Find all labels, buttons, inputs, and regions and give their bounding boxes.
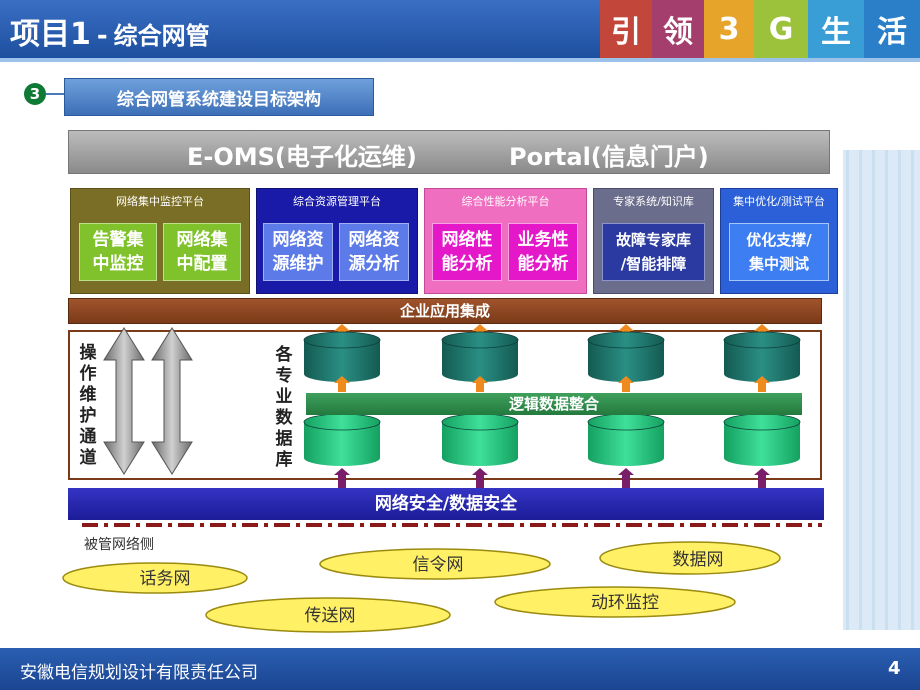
section-connector — [46, 93, 64, 95]
slogan-char-3: 3 — [704, 0, 754, 58]
up-arrow-icon — [472, 376, 488, 392]
module-resource-analyze: 网络资 源分析 — [339, 223, 409, 281]
slogan-char-4: G — [754, 0, 808, 58]
module-expert-diagnosis: 故障专家库 /智能排障 — [602, 223, 705, 281]
boundary-dashed-line — [82, 523, 822, 527]
eoms-label: E-OMS(电子化运维) — [187, 143, 417, 171]
network-label: 动环监控 — [591, 593, 659, 613]
ops-channel-label: 操作维护通道 — [79, 343, 97, 468]
side-decoration — [836, 150, 920, 630]
db-label: 各专业数据库 — [275, 345, 293, 470]
header-bar: 项目1-综合网管 引 领 3 G 生 活 — [0, 0, 920, 58]
module-network-perf: 网络性 能分析 — [432, 223, 502, 281]
database-bottom-icon — [303, 413, 381, 466]
up-arrow-icon — [618, 376, 634, 392]
cloud-traffic-network: 话务网 — [62, 562, 248, 594]
up-arrow-icon — [334, 376, 350, 392]
module-service-perf: 业务性 能分析 — [508, 223, 578, 281]
platform-title: 综合性能分析平台 — [461, 195, 550, 208]
security-bar: 网络安全/数据安全 — [68, 488, 824, 520]
platform-monitoring: 网络集中监控平台 告警集 中监控 网络集 中配置 — [70, 188, 250, 294]
title-main: 项目1 — [10, 17, 91, 52]
platform-title: 专家系统/知识库 — [613, 195, 694, 208]
module-alarm-monitor: 告警集 中监控 — [79, 223, 157, 281]
up-arrow-icon — [334, 468, 350, 490]
slogan-char-6: 活 — [864, 0, 920, 58]
up-arrow-icon — [754, 468, 770, 490]
up-arrow-icon — [472, 468, 488, 490]
page-number: 4 — [888, 658, 901, 679]
section-number-badge: 3 — [24, 83, 46, 105]
enterprise-integration-bar: 企业应用集成 — [68, 298, 822, 324]
platform-title: 集中优化/测试平台 — [733, 195, 825, 208]
database-bottom-icon — [587, 413, 665, 466]
database-top-icon — [303, 331, 381, 382]
platform-optimization: 集中优化/测试平台 优化支撑/ 集中测试 — [720, 188, 838, 294]
database-top-icon — [723, 331, 801, 382]
eoms-portal-bar: E-OMS(电子化运维) Portal(信息门户) — [68, 130, 830, 174]
title-dash: - — [96, 21, 108, 51]
portal-label: Portal(信息门户) — [509, 143, 709, 171]
platform-title: 网络集中监控平台 — [116, 195, 204, 208]
section-title: 综合网管系统建设目标架构 — [64, 78, 374, 116]
slide-title: 项目1-综合网管 — [10, 9, 210, 53]
slogan-char-1: 引 — [600, 0, 652, 58]
platform-performance: 综合性能分析平台 网络性 能分析 业务性 能分析 — [424, 188, 587, 294]
network-label: 信令网 — [413, 555, 464, 575]
module-optimization-test: 优化支撑/ 集中测试 — [729, 223, 829, 281]
up-arrow-icon — [754, 376, 770, 392]
ops-channel-arrows — [103, 327, 193, 475]
module-network-config: 网络集 中配置 — [163, 223, 241, 281]
company-name: 安徽电信规划设计有限责任公司 — [20, 663, 258, 683]
database-bottom-icon — [441, 413, 519, 466]
slogan-char-2: 领 — [652, 0, 704, 58]
network-label: 数据网 — [673, 550, 724, 570]
cloud-environment-monitoring: 动环监控 — [494, 586, 736, 618]
network-label: 传送网 — [305, 606, 356, 626]
double-arrow-icon — [151, 327, 193, 475]
title-sub: 综合网管 — [113, 22, 210, 50]
platform-resource: 综合资源管理平台 网络资 源维护 网络资 源分析 — [256, 188, 418, 294]
network-label: 话务网 — [140, 569, 191, 589]
platform-expert: 专家系统/知识库 故障专家库 /智能排障 — [593, 188, 714, 294]
up-arrow-icon — [618, 468, 634, 490]
double-arrow-icon — [103, 327, 145, 475]
footer-bar: 安徽电信规划设计有限责任公司 4 — [0, 648, 920, 690]
platform-title: 综合资源管理平台 — [293, 195, 381, 208]
database-bottom-icon — [723, 413, 801, 466]
database-top-icon — [441, 331, 519, 382]
managed-networks: 话务网 信令网 数据网 传送网 动环监控 — [62, 541, 781, 633]
slogan-char-5: 生 — [808, 0, 864, 58]
header-stripe — [0, 58, 920, 62]
module-resource-maintain: 网络资 源维护 — [263, 223, 333, 281]
database-top-icon — [587, 331, 665, 382]
managed-network-label: 被管网络侧 — [84, 537, 154, 553]
cloud-transport-network: 传送网 — [205, 597, 451, 633]
logic-data-integration-bar: 逻辑数据整合 — [306, 393, 802, 415]
cloud-data-network: 数据网 — [599, 541, 781, 575]
database-graphics — [303, 324, 801, 490]
cloud-signaling-network: 信令网 — [319, 548, 551, 580]
